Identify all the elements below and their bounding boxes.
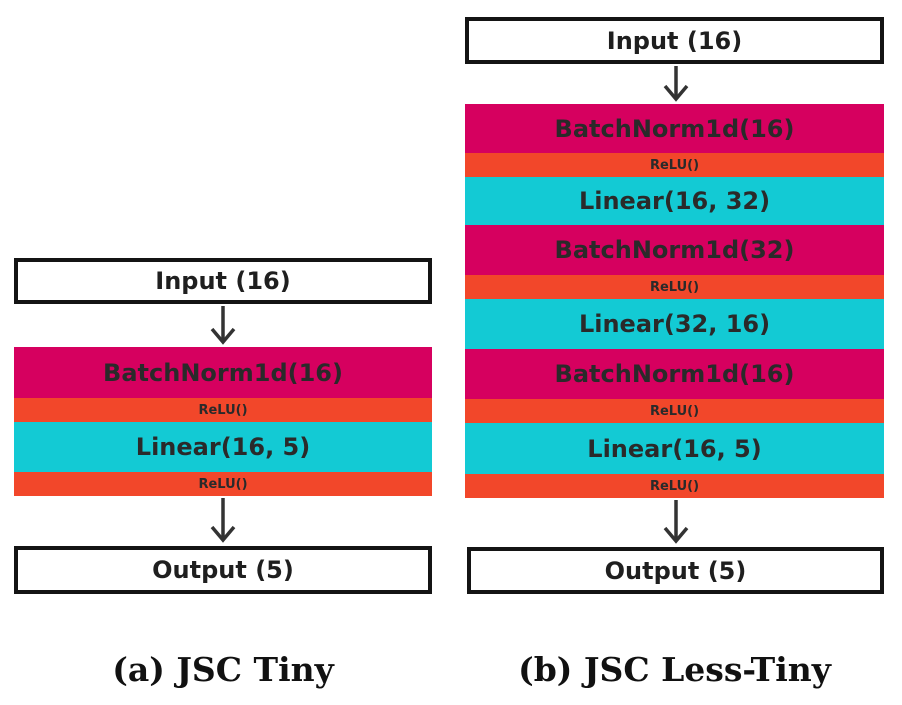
relu-layer: ReLU() (465, 399, 884, 423)
batchnorm-layer: BatchNorm1d(16) (14, 347, 432, 398)
relu-layer: ReLU() (465, 275, 884, 299)
layer-stack-b: BatchNorm1d(16) ReLU() Linear(16, 32) Ba… (465, 104, 884, 498)
layer-stack-a: BatchNorm1d(16) ReLU() Linear(16, 5) ReL… (14, 347, 432, 496)
batchnorm-layer: BatchNorm1d(16) (465, 104, 884, 153)
arrow-down-icon (210, 306, 236, 345)
linear-layer: Linear(16, 5) (14, 422, 432, 472)
linear-layer: Linear(32, 16) (465, 299, 884, 349)
input-box-b: Input (16) (465, 17, 884, 64)
relu-layer: ReLU() (465, 153, 884, 177)
batchnorm-layer: BatchNorm1d(16) (465, 349, 884, 399)
caption-b: (b) JSC Less-Tiny (518, 650, 831, 689)
relu-layer: ReLU() (14, 398, 432, 422)
batchnorm-layer: BatchNorm1d(32) (465, 225, 884, 275)
arrow-down-icon (663, 66, 689, 102)
relu-layer: ReLU() (465, 474, 884, 498)
output-box-a: Output (5) (14, 546, 432, 594)
relu-layer: ReLU() (14, 472, 432, 496)
arrow-down-icon (210, 498, 236, 543)
linear-layer: Linear(16, 5) (465, 423, 884, 474)
linear-layer: Linear(16, 32) (465, 177, 884, 225)
arrow-down-icon (663, 500, 689, 544)
caption-a: (a) JSC Tiny (112, 650, 334, 689)
input-box-a: Input (16) (14, 258, 432, 304)
output-box-b: Output (5) (467, 547, 884, 594)
